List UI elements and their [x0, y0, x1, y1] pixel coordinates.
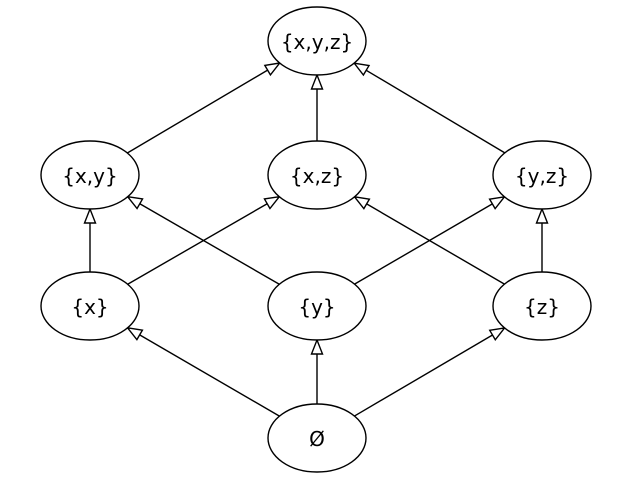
- edge-empty-to-y: [310, 338, 324, 404]
- node-label: {z}: [524, 295, 560, 319]
- arrowhead-icon: [488, 326, 507, 342]
- arrowhead-icon: [263, 62, 282, 77]
- node-ellipse: [492, 271, 592, 341]
- node-x: {x}: [40, 271, 140, 341]
- arrowhead-icon: [310, 338, 324, 355]
- arrowhead-icon: [535, 207, 549, 224]
- edge-line: [354, 334, 493, 417]
- edge-xy-to-xyz: [126, 62, 282, 154]
- node-ellipse: [267, 6, 367, 76]
- arrowhead-icon: [352, 62, 371, 77]
- node-ellipse: [267, 140, 367, 210]
- node-z: {z}: [492, 271, 592, 341]
- edge-empty-to-x: [125, 326, 280, 417]
- node-ellipse: [40, 271, 140, 341]
- edge-line: [139, 334, 280, 417]
- edge-empty-to-z: [354, 326, 507, 417]
- edge-line: [126, 69, 268, 154]
- node-xyz: {x,y,z}: [267, 6, 367, 76]
- node-ellipse: [267, 271, 367, 341]
- edge-z-to-xz: [352, 195, 505, 285]
- edge-line: [139, 203, 280, 285]
- node-label: {x}: [71, 295, 108, 319]
- node-xz: {x,z}: [267, 140, 367, 210]
- edge-line: [354, 203, 493, 285]
- arrowhead-icon: [83, 207, 97, 224]
- arrowhead-icon: [310, 73, 324, 90]
- node-y: {y}: [267, 271, 367, 341]
- arrowhead-icon: [488, 195, 507, 210]
- arrowhead-icon: [126, 195, 144, 210]
- node-label: {x,y}: [62, 164, 117, 188]
- node-label: {y}: [298, 295, 335, 319]
- edges-layer: [83, 62, 549, 417]
- node-label: {x,z}: [290, 164, 344, 188]
- node-ellipse: [492, 140, 592, 210]
- edge-z-to-yz: [535, 207, 549, 272]
- node-xy: {x,y}: [40, 140, 140, 210]
- arrowhead-icon: [263, 195, 281, 210]
- edge-yz-to-xyz: [352, 62, 506, 154]
- edge-xz-to-xyz: [310, 73, 324, 141]
- node-ellipse: [40, 140, 140, 210]
- edge-line: [127, 203, 268, 285]
- node-label: {x,y,z}: [281, 30, 353, 54]
- edge-x-to-xy: [83, 207, 97, 272]
- edge-y-to-xy: [126, 195, 280, 285]
- edge-line: [366, 203, 505, 285]
- edge-line: [365, 69, 506, 154]
- edge-x-to-xz: [127, 195, 281, 285]
- edge-y-to-yz: [354, 195, 507, 285]
- arrowhead-icon: [352, 195, 371, 210]
- node-label: {y,z}: [515, 164, 569, 188]
- node-yz: {y,z}: [492, 140, 592, 210]
- arrowhead-icon: [125, 326, 144, 341]
- node-label: Ø: [309, 427, 325, 451]
- node-empty: Ø: [267, 403, 367, 473]
- nodes-layer: {x,y,z} {x,y} {x,z} {y,z} {x} {y} {z} Ø: [40, 6, 592, 473]
- node-ellipse: [267, 403, 367, 473]
